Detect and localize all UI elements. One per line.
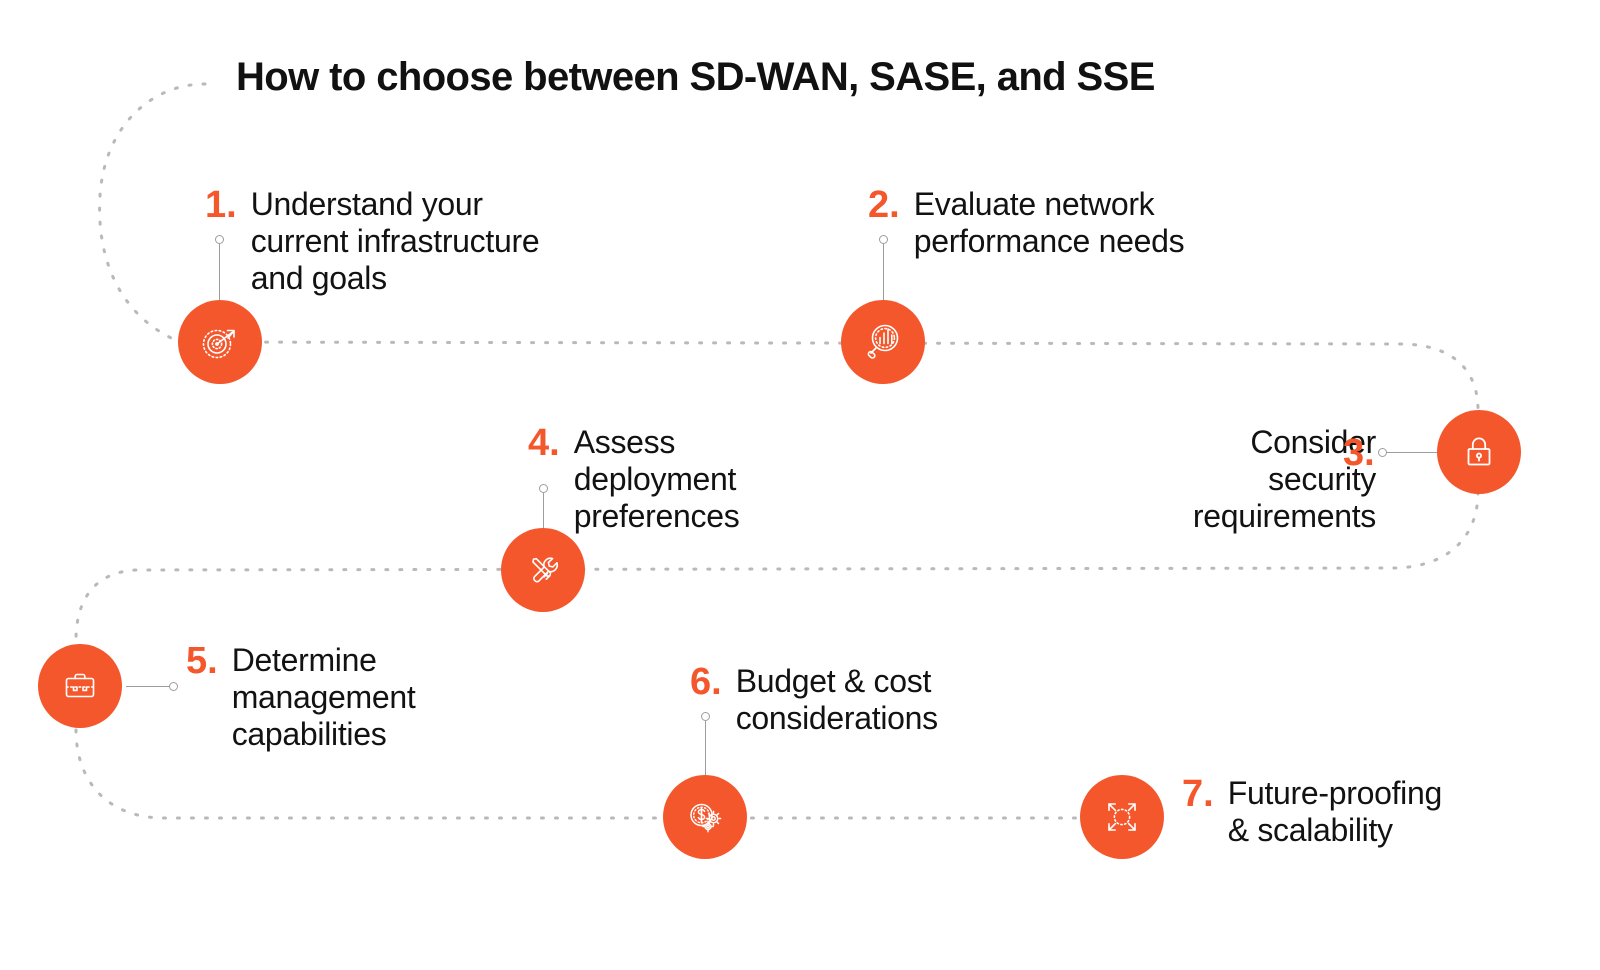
step-6-stem-dot: [701, 712, 710, 721]
step-7-label: Future-proofing & scalability: [1227, 775, 1443, 849]
step-2-label: Evaluate network performance needs: [913, 186, 1185, 260]
step-6-stem: [705, 721, 706, 775]
step-2-node[interactable]: [841, 300, 925, 384]
step-3-number: 3.: [1343, 432, 1375, 474]
step-4-stem-dot: [539, 484, 548, 493]
step-7-node[interactable]: [1080, 775, 1164, 859]
step-4-number: 4.: [528, 422, 560, 464]
step-1-stem: [219, 244, 220, 300]
step-1-node[interactable]: [178, 300, 262, 384]
step-1-stem-dot: [215, 235, 224, 244]
magnifier-bar-chart-icon: [861, 320, 905, 364]
step-2-stem-dot: [879, 235, 888, 244]
step-5-node[interactable]: [38, 644, 122, 728]
step-7-number: 7.: [1182, 773, 1214, 815]
step-6-text-block: 6. Budget & cost considerations: [690, 661, 938, 737]
padlock-icon: [1459, 432, 1499, 472]
briefcase-icon: [59, 665, 101, 707]
page-title: How to choose between SD-WAN, SASE, and …: [236, 55, 1155, 99]
step-6-number: 6.: [690, 661, 722, 703]
dollar-coin-gears-icon: [684, 796, 726, 838]
step-4-node[interactable]: [501, 528, 585, 612]
step-1-text-block: 1. Understand your current infrastructur…: [205, 184, 540, 297]
step-7-text-block: 7. Future-proofing & scalability: [1182, 773, 1443, 849]
step-2-number: 2.: [868, 184, 900, 226]
step-1-label: Understand your current infrastructure a…: [250, 186, 540, 297]
expand-arrows-icon: [1100, 795, 1144, 839]
step-4-label: Assess deployment preferences: [573, 424, 740, 535]
step-3-text-block: Consider security requirements: [1066, 424, 1376, 535]
step-6-node[interactable]: [663, 775, 747, 859]
wrench-screwdriver-icon: [522, 549, 564, 591]
step-5-number: 5.: [186, 640, 218, 682]
step-2-text-block: 2. Evaluate network performance needs: [868, 184, 1185, 260]
step-5-stem: [126, 686, 170, 687]
step-5-label: Determine management capabilities: [231, 642, 416, 753]
step-4-stem: [543, 493, 544, 528]
step-1-number: 1.: [205, 184, 237, 226]
step-4-text-block: 4. Assess deployment preferences: [528, 422, 740, 535]
step-5-text-block: 5. Determine management capabilities: [186, 640, 416, 753]
step-3-label: Consider security requirements: [1192, 424, 1376, 535]
step-3-stem: [1387, 452, 1438, 453]
step-2-stem: [883, 244, 884, 300]
step-5-stem-dot: [169, 682, 178, 691]
step-3-stem-dot: [1378, 448, 1387, 457]
target-arrow-icon: [198, 320, 242, 364]
step-6-label: Budget & cost considerations: [735, 663, 938, 737]
step-3-node[interactable]: [1437, 410, 1521, 494]
